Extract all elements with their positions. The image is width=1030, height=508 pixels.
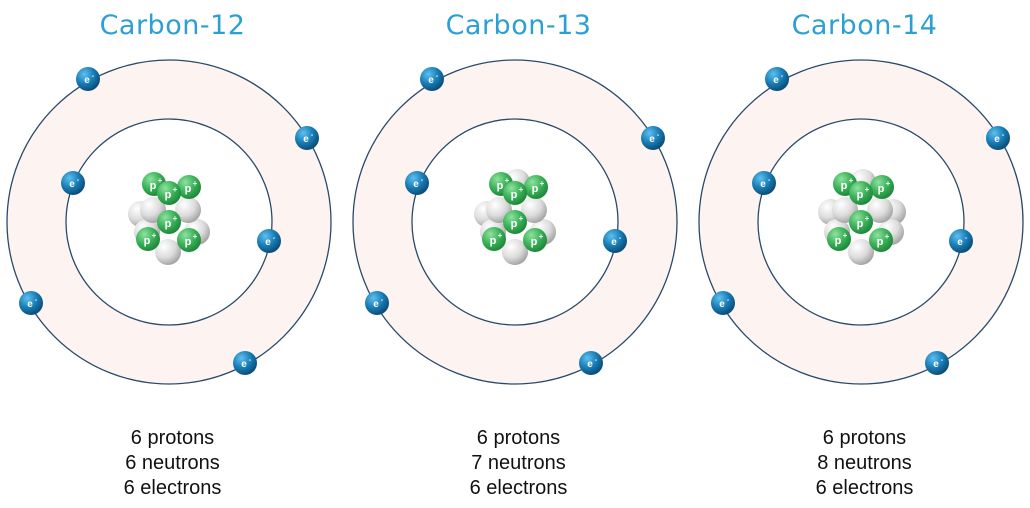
- neutron-count: 7 neutrons: [471, 452, 566, 474]
- neutron-count: 8 neutrons: [817, 452, 912, 474]
- proton-count: 6 protons: [822, 427, 907, 449]
- atom-diagram: [352, 59, 678, 385]
- electron-count: 6 electrons: [815, 477, 914, 499]
- atom-diagram: [6, 59, 332, 385]
- atom-carbon-13: Carbon-13 6 protons 7 neutrons 6 electro…: [346, 0, 691, 508]
- isotope-title: Carbon-13: [445, 10, 592, 41]
- atom-carbon-12: Carbon-12 6 protons 6 neutrons 6 electro…: [0, 0, 345, 508]
- proton-count: 6 protons: [130, 427, 215, 449]
- atom-diagram: [698, 59, 1024, 385]
- proton-count: 6 protons: [476, 427, 561, 449]
- particle-counts: 6 protons 7 neutrons 6 electrons: [346, 426, 691, 501]
- neutron-count: 6 neutrons: [125, 452, 220, 474]
- atom-carbon-14: Carbon-14 6 protons 8 neutrons 6 electro…: [692, 0, 1030, 508]
- isotope-title: Carbon-14: [791, 10, 938, 41]
- isotope-title: Carbon-12: [99, 10, 246, 41]
- electron-count: 6 electrons: [123, 477, 222, 499]
- electron-count: 6 electrons: [469, 477, 568, 499]
- particle-counts: 6 protons 8 neutrons 6 electrons: [692, 426, 1030, 501]
- particle-counts: 6 protons 6 neutrons 6 electrons: [0, 426, 345, 501]
